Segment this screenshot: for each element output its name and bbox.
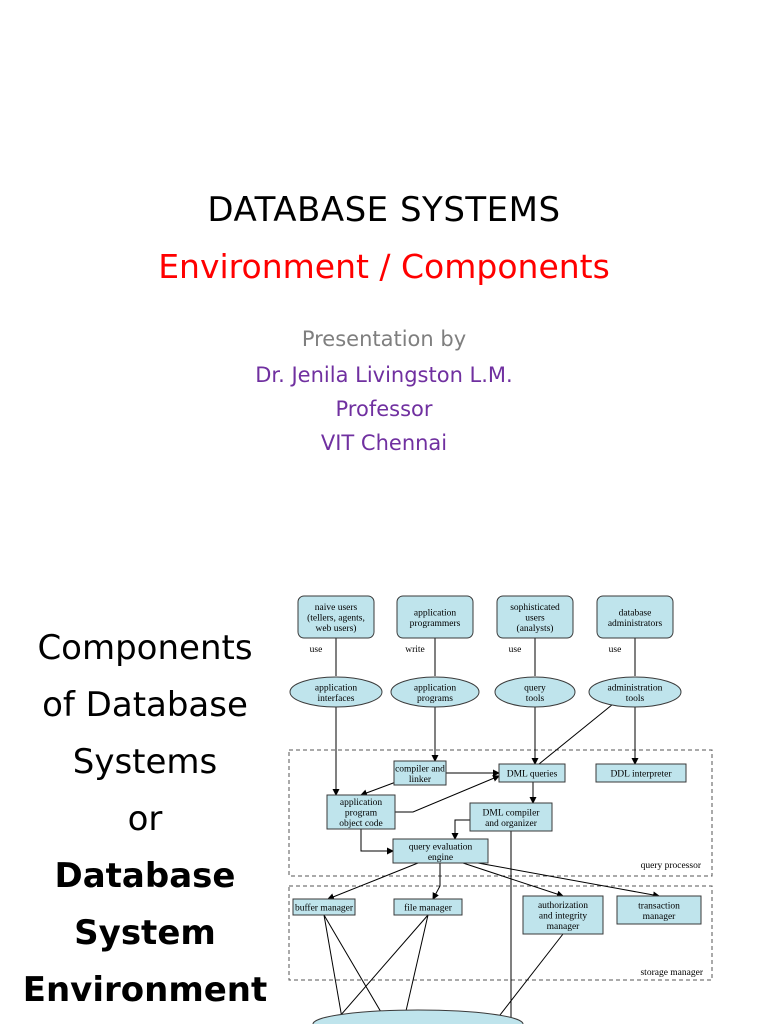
dml-queries-box-text-0: DML queries — [507, 770, 558, 780]
tool-ellipse-2-text-0: query — [524, 683, 546, 693]
user-box-0 — [297, 595, 375, 639]
query-engine-box — [392, 838, 489, 864]
heading-bold-line-3: Environment — [22, 970, 268, 1010]
buffer-line-a — [323, 914, 389, 1024]
user-box-2-text-1: users — [525, 614, 545, 624]
engine-to-file-manager — [432, 863, 441, 900]
user-box-2 — [496, 595, 574, 639]
tool-ellipse-0-text-1: interfaces — [318, 693, 355, 704]
transaction-manager-box — [616, 895, 702, 925]
presented-by: Presentation by — [301, 327, 467, 351]
dml-compiler-box-text-0: DML compiler — [483, 808, 541, 818]
transaction-manager-box-text-0: transaction — [638, 901, 680, 911]
disk-storage — [312, 1009, 524, 1024]
heading-bold-line-2: System — [74, 913, 216, 953]
auth-manager-box-text-0: authorization — [538, 901, 588, 911]
file-line-b — [402, 914, 429, 1024]
file-manager-box — [393, 898, 463, 916]
author-institution: VIT Chennai — [320, 431, 448, 455]
app-object-code-box-text-0: application — [340, 798, 382, 808]
buffer-manager-box-text-0: buffer manager — [295, 903, 354, 914]
tool-ellipse-1-text-0: application — [414, 683, 456, 693]
dbms-architecture-diagram: query processor storage manager naive user… — [288, 595, 713, 1024]
engine-to-transaction — [477, 862, 660, 899]
user-box-1-text-0: application — [414, 608, 456, 618]
tool-ellipse-0 — [289, 676, 383, 708]
author-name: Dr. Jenila Livingston L.M. — [255, 363, 513, 387]
tool-ellipse-1 — [390, 676, 480, 708]
app-object-code-box-text-1: program — [345, 809, 378, 819]
object-code-to-engine — [360, 829, 394, 855]
file-line-a — [332, 914, 429, 1024]
auth-line — [492, 933, 564, 1024]
storage-manager-region — [288, 885, 713, 981]
engine-to-buffer-manager — [327, 862, 419, 901]
query-processor-label: query processor — [641, 861, 702, 871]
slide-subtitle: Environment / Components — [158, 247, 610, 286]
user-box-1-text-1: programmers — [410, 619, 461, 629]
dml-compiler-box — [469, 802, 553, 832]
query-engine-box-text-0: query evaluation — [409, 842, 473, 852]
heading-line-3: Systems — [72, 742, 218, 782]
app-object-code-box — [326, 794, 396, 830]
user-box-0-text-0: naive users — [315, 603, 358, 613]
tool-ellipse-0-text-0: application — [315, 683, 357, 693]
edge-label-3: use — [609, 645, 622, 655]
compiler-box-text-1: linker — [409, 775, 432, 785]
user-box-1 — [396, 595, 474, 639]
ddl-interpreter-box-text-0: DDL interpreter — [610, 770, 672, 780]
edge-label-2: use — [509, 645, 522, 655]
tool-ellipse-3-text-1: tools — [626, 694, 645, 704]
edge-label-0: use — [310, 645, 323, 655]
heading-bold-line-1: Database — [54, 856, 236, 896]
dml-compiler-box-text-1: and organizer — [485, 819, 538, 829]
user-box-3-text-1: administrators — [608, 619, 663, 629]
admin-to-dml — [538, 699, 619, 765]
engine-to-auth — [462, 862, 564, 898]
tool-ellipse-2 — [494, 676, 576, 708]
dml-queries-box — [498, 763, 566, 783]
user-box-3-text-0: database — [619, 608, 652, 618]
tool-ellipse-1-text-1: programs — [417, 694, 453, 704]
user-box-0-text-1: (tellers, agents, — [307, 613, 365, 624]
tool-ellipse-3-text-0: administration — [608, 683, 663, 693]
title-slide: DATABASE SYSTEMS Environment / Component… — [0, 0, 768, 500]
buffer-manager-box — [292, 898, 356, 916]
heading-line-2: of Database — [42, 685, 248, 725]
author-role: Professor — [335, 397, 433, 421]
edge-label-1: write — [405, 645, 425, 655]
user-box-2-text-2: (analysts) — [517, 623, 554, 634]
auth-manager-box-text-1: and integrity — [539, 912, 588, 922]
tool-ellipse-3 — [588, 676, 682, 708]
query-processor-region — [288, 749, 713, 877]
auth-manager-box-text-2: manager — [547, 922, 581, 932]
compiler-box-text-0: compiler and — [395, 764, 445, 774]
transaction-manager-box-text-1: manager — [643, 912, 677, 922]
ddl-interpreter-box — [595, 763, 687, 783]
heading-line-1: Components — [37, 628, 253, 668]
tool-ellipse-2-text-1: tools — [526, 694, 545, 704]
user-box-3 — [596, 595, 674, 639]
compiler-to-engine — [451, 819, 470, 840]
slide-title: DATABASE SYSTEMS — [207, 190, 561, 230]
buffer-line-b — [323, 914, 344, 1024]
user-box-2-text-0: sophisticated — [510, 603, 560, 613]
user-box-0-text-2: web users) — [316, 623, 357, 634]
file-manager-box-text-0: file manager — [404, 903, 453, 914]
app-object-code-box-text-2: object code — [339, 819, 383, 829]
heading-line-4: or — [127, 799, 163, 839]
object-code-to-dml — [395, 775, 500, 813]
query-engine-box-text-1: engine — [428, 853, 453, 863]
auth-manager-box — [522, 895, 604, 935]
storage-manager-label: storage manager — [640, 968, 703, 978]
compiler-box — [393, 760, 447, 786]
